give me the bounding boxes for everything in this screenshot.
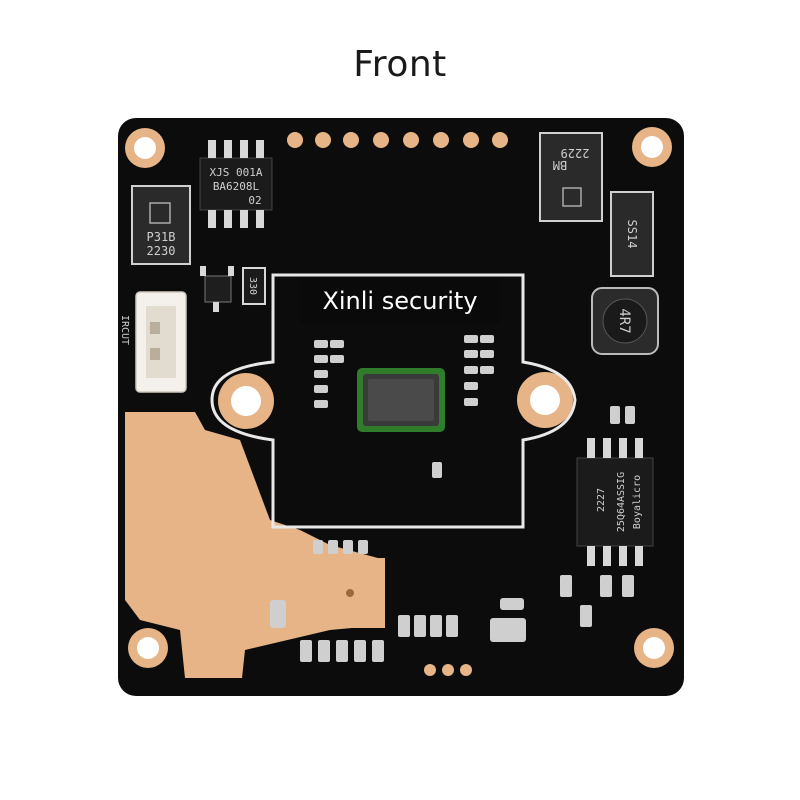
resistor-label: 330: [247, 277, 258, 295]
photo-caption: Front: [353, 44, 447, 85]
inductor: 4R7: [591, 287, 659, 355]
ic-br-line1: Boyalicro: [632, 475, 643, 529]
ircut-connector: IRCUT: [119, 291, 187, 393]
diode-top-right-line2: 2229: [561, 146, 590, 160]
diode-right-line1: SS14: [625, 220, 639, 249]
diode-left-line1: P31B: [147, 230, 176, 244]
inductor-label: 4R7: [616, 308, 632, 333]
camera-pcb-image: XJS 001A BA6208L 02 P31B 2230 BM 2229 SS…: [100, 100, 700, 700]
watermark-label: Xinli security: [300, 278, 500, 324]
ic-top-left-line3: 02: [248, 194, 261, 207]
resistor-330: 330: [242, 267, 266, 305]
ic-top-left-line1: XJS 001A: [210, 166, 263, 179]
ic-top-left-line2: BA6208L: [213, 180, 260, 193]
ic-bottom-right: Boyalicro 25Q64ASSIG 2227: [576, 438, 654, 566]
lens-mount-outline: [210, 273, 577, 529]
diode-top-right-line1: BM: [553, 158, 567, 172]
ic-top-left: XJS 001A BA6208L 02: [199, 140, 273, 228]
diode-top-right: BM 2229: [539, 132, 603, 222]
ic-br-line2: 25Q64ASSIG: [616, 472, 627, 532]
diode-left-line2: 2230: [147, 244, 176, 258]
image-sensor: [357, 368, 445, 432]
ircut-label: IRCUT: [119, 315, 130, 345]
diode-right: SS14: [610, 191, 654, 277]
ic-br-line3: 2227: [596, 488, 607, 512]
diode-left: P31B 2230: [131, 185, 191, 265]
